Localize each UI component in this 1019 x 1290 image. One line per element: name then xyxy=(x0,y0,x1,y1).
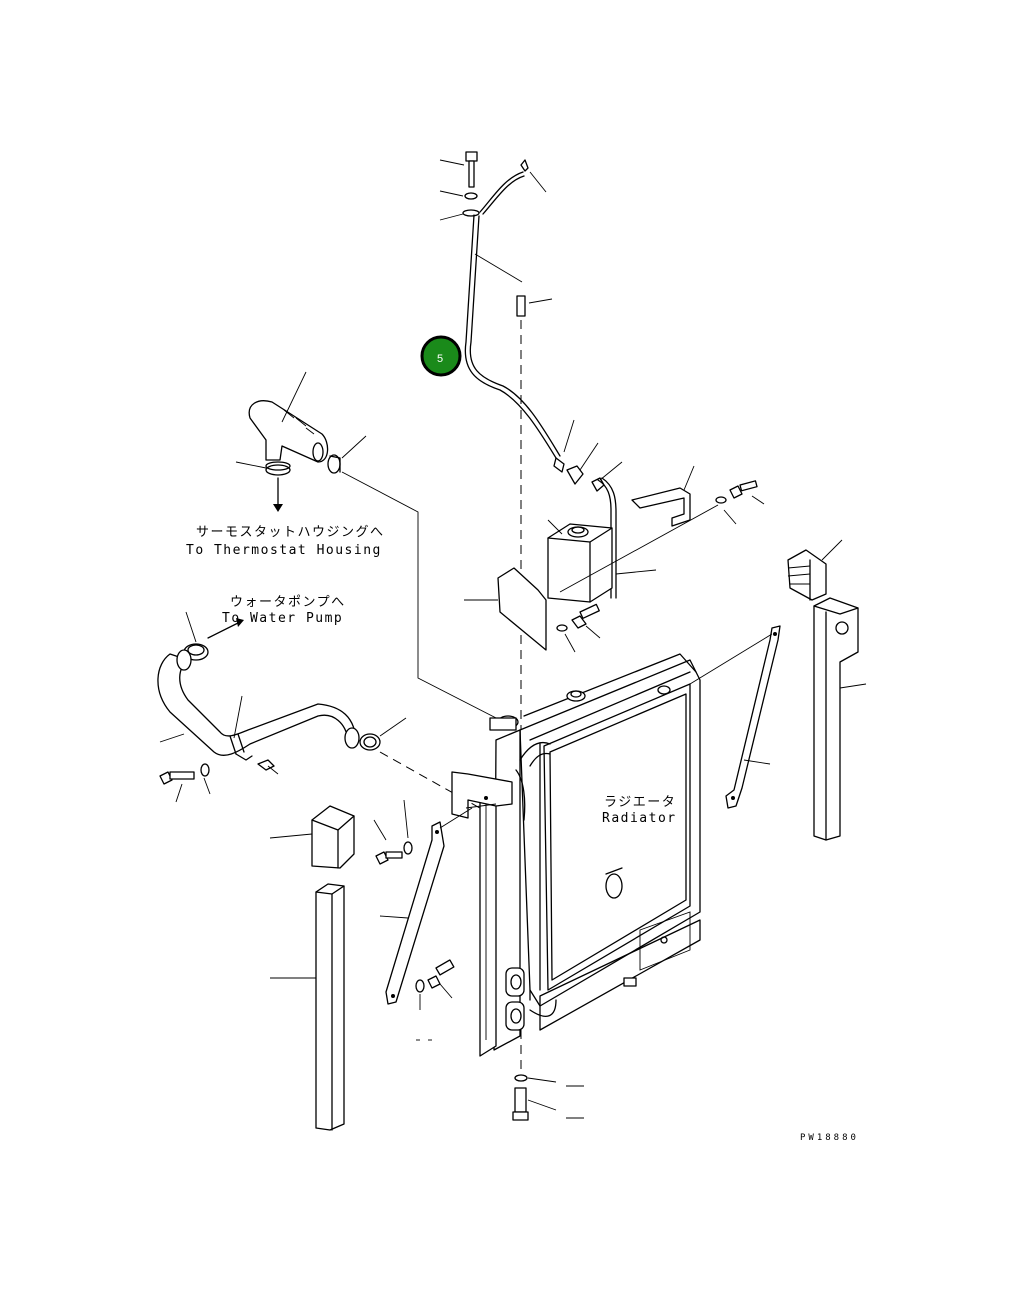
left-seal-block xyxy=(269,805,355,869)
left-seal-column xyxy=(270,883,345,1131)
callout-marker[interactable]: 5 xyxy=(420,335,462,377)
radiator-core xyxy=(479,653,701,1057)
drawing-code: PW18880 xyxy=(800,1133,859,1143)
right-seal-small xyxy=(787,539,843,601)
mounting-plate xyxy=(464,567,601,653)
radiator-label-jp: ラジエータ xyxy=(604,795,676,810)
right-seal-column xyxy=(813,597,867,841)
rod-bolts xyxy=(373,799,455,1041)
thermostat-label-jp: サーモスタットハウジングへ xyxy=(196,525,385,540)
water-pump-label-jp: ウォータポンプへ xyxy=(230,595,346,610)
bottom-bolt xyxy=(512,1074,584,1121)
left-bolt-pair xyxy=(159,763,211,803)
water-pump-label-en: To Water Pump xyxy=(222,611,343,626)
tank-bracket xyxy=(559,465,765,593)
top-bolt-assembly xyxy=(439,151,480,221)
overflow-hose xyxy=(464,159,565,473)
thermostat-label-en: To Thermostat Housing xyxy=(186,543,382,558)
hose-connector xyxy=(474,253,553,317)
radiator-label-en: Radiator xyxy=(602,811,677,826)
callout-number: 5 xyxy=(437,353,443,365)
left-mount-bracket xyxy=(451,771,513,819)
right-tie-rod xyxy=(689,625,781,809)
small-clamps xyxy=(563,419,623,599)
left-tie-rod xyxy=(379,807,473,1005)
upper-hose xyxy=(235,371,501,721)
reserve-tank xyxy=(547,519,657,603)
